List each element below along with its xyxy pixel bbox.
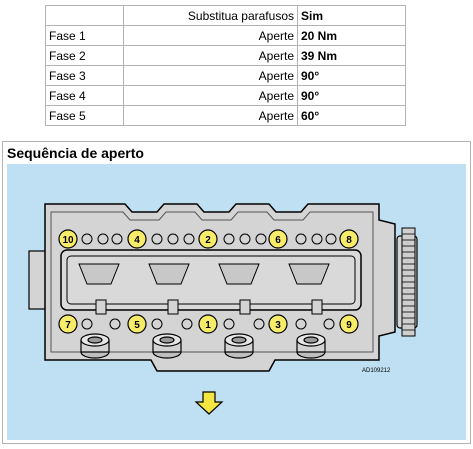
- top-row-bosses: [81, 233, 337, 245]
- header-cell-yes: Sim: [297, 5, 406, 26]
- stage-cell: Fase 4: [45, 85, 124, 106]
- bolt-number: 10: [62, 235, 74, 246]
- bolt-number: 7: [65, 320, 71, 331]
- table-row: Fase 1 Aperte 20 Nm: [45, 25, 406, 46]
- stage-cell: Fase 1: [45, 25, 124, 46]
- bolt-marker-2: 2: [198, 229, 218, 249]
- stage-cell: Fase 2: [45, 45, 124, 66]
- tightening-sequence-panel: Sequência de aperto: [2, 141, 471, 444]
- table-row: Fase 4 Aperte 90°: [45, 85, 406, 106]
- bolt-number: 4: [134, 235, 140, 246]
- bolt-marker-1: 1: [198, 314, 218, 334]
- bolt-marker-4: 4: [127, 229, 147, 249]
- table-header-row: Substitua parafusos Sim: [45, 5, 406, 26]
- action-cell: Aperte: [123, 85, 298, 106]
- cylinder-head-illustration: 10 4 2 6 8 7: [28, 203, 418, 415]
- value-cell: 90°: [297, 65, 406, 86]
- value-cell: 20 Nm: [297, 25, 406, 46]
- bolt-marker-9: 9: [339, 314, 359, 334]
- gear-teeth: [402, 233, 415, 331]
- port-trapezoid: [288, 263, 330, 285]
- bolt-number: 2: [205, 235, 211, 246]
- plug-towers: [80, 333, 326, 359]
- table-row: Fase 2 Aperte 39 Nm: [45, 45, 406, 66]
- bolt-marker-6: 6: [268, 229, 288, 249]
- camshaft-housing: [60, 249, 362, 311]
- action-cell: Aperte: [123, 45, 298, 66]
- bolt-marker-3: 3: [268, 314, 288, 334]
- table-row: Fase 5 Aperte 60°: [45, 105, 406, 126]
- value-cell: 39 Nm: [297, 45, 406, 66]
- arrow-down-icon: [194, 391, 224, 415]
- bolt-number: 8: [346, 235, 352, 246]
- action-cell: Aperte: [123, 25, 298, 46]
- header-cell-empty: [45, 5, 124, 26]
- bolt-marker-10: 10: [58, 229, 78, 249]
- torque-table: Substitua parafusos Sim Fase 1 Aperte 20…: [45, 5, 406, 126]
- bolt-marker-8: 8: [339, 229, 359, 249]
- panel-title: Sequência de aperto: [7, 145, 144, 161]
- port-trapezoid: [78, 263, 120, 285]
- action-cell: Aperte: [123, 65, 298, 86]
- gasket-outline: [50, 211, 374, 353]
- bolt-number: 5: [134, 320, 140, 331]
- bolt-number: 9: [346, 320, 352, 331]
- bolt-number: 6: [275, 235, 281, 246]
- bolt-marker-7: 7: [58, 314, 78, 334]
- cylinder-head-diagram: 10 4 2 6 8 7: [7, 164, 466, 440]
- stage-cell: Fase 3: [45, 65, 124, 86]
- figure-code: AD109212: [362, 368, 391, 374]
- port-trapezoid: [148, 263, 190, 285]
- stage-cell: Fase 5: [45, 105, 124, 126]
- port-trapezoid: [218, 263, 260, 285]
- bolt-posts: [95, 299, 323, 315]
- value-cell: 90°: [297, 85, 406, 106]
- bottom-row-bosses: [81, 318, 335, 330]
- table-row: Fase 3 Aperte 90°: [45, 65, 406, 86]
- bolt-number: 1: [205, 320, 211, 331]
- action-cell: Aperte: [123, 105, 298, 126]
- camshaft-housing-inner: [66, 255, 356, 305]
- value-cell: 60°: [297, 105, 406, 126]
- bolt-number: 3: [275, 320, 281, 331]
- bolt-marker-5: 5: [127, 314, 147, 334]
- header-cell-replace-bolts: Substitua parafusos: [123, 5, 298, 26]
